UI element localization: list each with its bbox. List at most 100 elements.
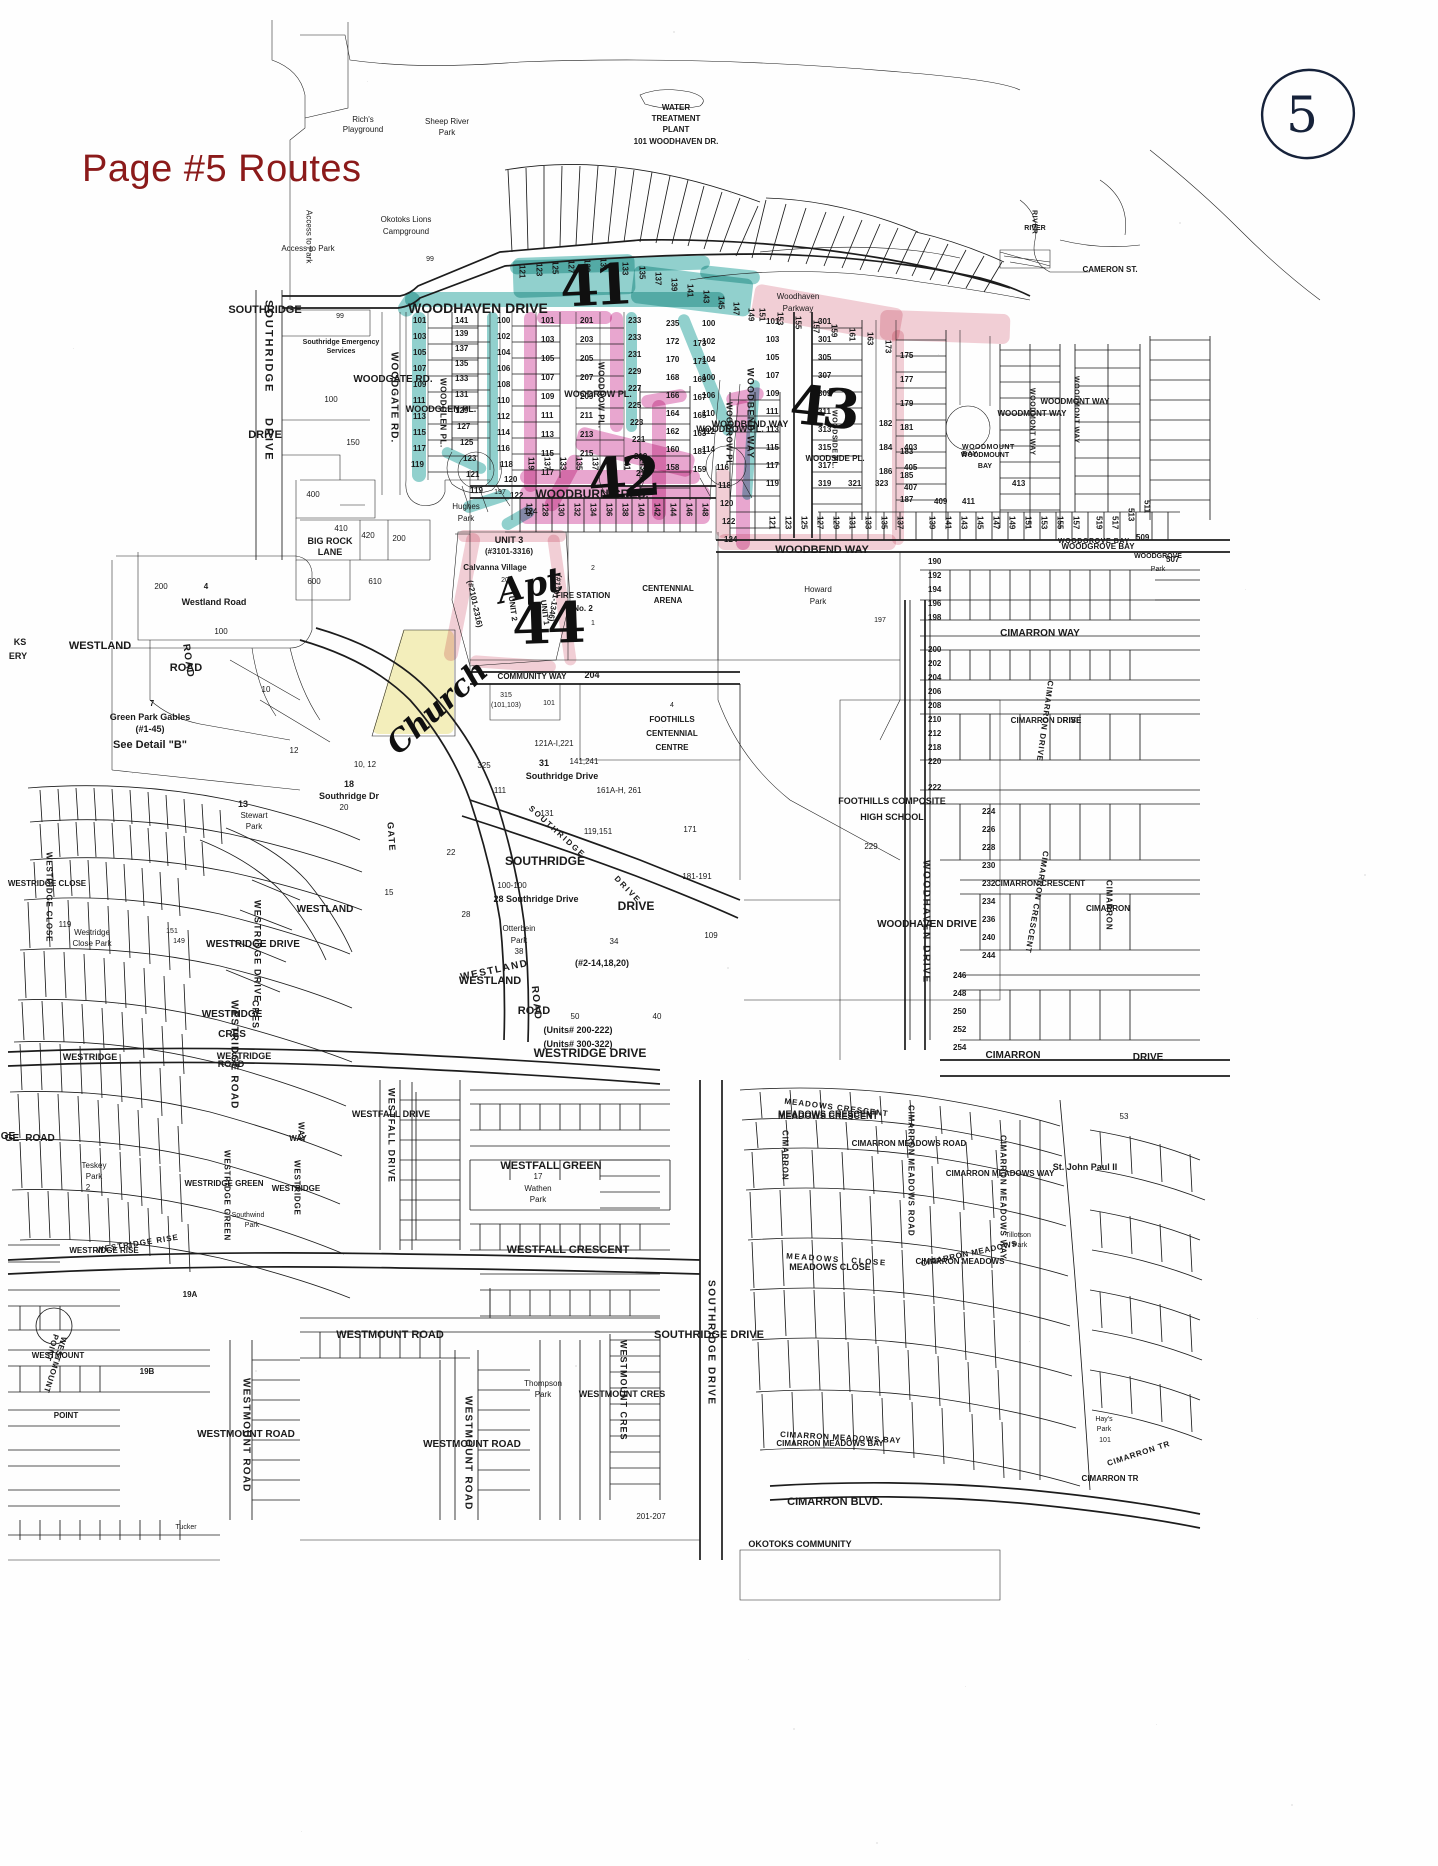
map-label: 7 — [150, 700, 154, 708]
lot-number: 411 — [962, 498, 975, 506]
lot-number: 113 — [413, 413, 426, 421]
lot-number: 155 — [793, 316, 801, 329]
map-label: CIMARRON BLVD. — [787, 1497, 883, 1509]
map-label: 229 — [864, 843, 877, 851]
lot-number: 190 — [928, 558, 941, 566]
map-label: Park — [1097, 1426, 1111, 1433]
map-label: Southridge Dr — [319, 792, 379, 801]
map-label: CAMERON ST. — [1082, 266, 1137, 274]
map-label: DRIVE — [1133, 1053, 1164, 1064]
map-label: WESTLAND — [69, 641, 131, 653]
lot-number: 519 — [1094, 516, 1102, 529]
lot-number: 168 — [666, 374, 679, 382]
lot-number: 218 — [928, 744, 941, 752]
lot-number: 217 — [636, 470, 649, 478]
map-label: 22 — [447, 849, 456, 857]
lot-number: 107 — [541, 374, 554, 382]
map-label: Rich's — [352, 116, 374, 124]
street-label-westridge-green: WESTRIDGE GREEN — [222, 1150, 230, 1241]
lot-number: 184 — [879, 444, 892, 452]
lot-number: 118 — [500, 461, 513, 469]
map-label: WESTFALL CRESCENT — [507, 1245, 630, 1257]
lot-number: 129 — [831, 516, 839, 529]
map-label: Tucker — [175, 1524, 196, 1531]
lot-number: 147 — [731, 302, 739, 315]
lot-number: 254 — [953, 1044, 966, 1052]
lot-number: 203 — [580, 336, 593, 344]
lot-number: 115 — [766, 444, 779, 452]
map-label: Playground — [343, 126, 383, 134]
lot-number: 163 — [865, 332, 873, 345]
map-label: TREATMENT — [652, 115, 701, 123]
lot-number: 117 — [766, 462, 779, 470]
map-label: 181-191 — [682, 873, 711, 881]
lot-number: 121 — [517, 265, 525, 278]
lot-number: 301 — [818, 336, 831, 344]
map-label: 50 — [571, 1013, 580, 1021]
street-label-westmount-road-left: WESTMOUNT ROAD — [240, 1378, 251, 1493]
lot-number: 403 — [904, 444, 917, 452]
lot-number: 109 — [766, 390, 779, 398]
lot-number: 148 — [700, 503, 708, 516]
lot-number: 220 — [928, 758, 941, 766]
lot-number: 143 — [959, 516, 967, 529]
map-label: 2 — [86, 1184, 90, 1192]
lot-number: 120 — [504, 476, 517, 484]
map-label: See Detail "B" — [113, 740, 187, 752]
lot-number: 101 — [413, 317, 426, 325]
lot-number: 137 — [895, 516, 903, 529]
lot-number: 157 — [1071, 516, 1079, 529]
lot-number: 149 — [1007, 516, 1015, 529]
lot-number: 123 — [534, 263, 542, 276]
street-label-westfall-drive: WESTFALL DRIVE — [386, 1088, 395, 1183]
map-label: SOUTHRIDGE — [505, 855, 585, 868]
lot-number: 133 — [863, 516, 871, 529]
lot-number: 108 — [497, 381, 510, 389]
lot-number: 111 — [541, 412, 553, 420]
lot-number: 202 — [928, 660, 941, 668]
map-label: (#3101-3316) — [485, 548, 533, 556]
lot-number: 187 — [900, 496, 913, 504]
lot-number: 123 — [783, 516, 791, 529]
svg-text:5: 5 — [1286, 86, 1318, 144]
lot-number: 141 — [622, 457, 630, 470]
lot-number: 169 — [693, 376, 706, 384]
lot-number: 123 — [463, 455, 476, 463]
map-label: Southridge Drive — [526, 772, 599, 781]
map-label: 400 — [306, 491, 319, 499]
lot-number: 101 — [766, 318, 779, 326]
map-label: ROAD — [25, 1134, 54, 1145]
street-label-cimarron-meadows-vert: CIMARRON — [780, 1130, 788, 1180]
map-label: 20 — [340, 804, 349, 812]
lot-number: 135 — [455, 360, 468, 368]
lot-number: 103 — [766, 336, 779, 344]
map-label: 18 — [344, 780, 354, 789]
map-label: WOODBURN CRES. — [535, 488, 648, 501]
street-label-westland-road-vert2: ROAD — [528, 986, 542, 1021]
lot-number: 232 — [982, 880, 995, 888]
map-label: Howard — [804, 586, 832, 594]
map-label: Close Park — [72, 940, 111, 948]
lot-number: 151 — [1023, 516, 1031, 529]
map-label: Woodhaven — [777, 293, 820, 301]
map-label: KS — [14, 638, 27, 647]
map-label: 34 — [610, 938, 619, 946]
lot-number: 307 — [818, 372, 831, 380]
lot-number: 140 — [636, 503, 644, 516]
lot-number: 221 — [632, 436, 645, 444]
lot-number: 119 — [470, 487, 483, 495]
map-label: 109 — [704, 932, 717, 940]
lot-number: 134 — [588, 503, 596, 516]
map-label: 12 — [290, 747, 299, 755]
map-label: No. 2 — [573, 605, 593, 613]
lot-number: 155 — [1055, 516, 1063, 529]
lot-number: 228 — [982, 844, 995, 852]
street-label-river: RIVER — [1030, 210, 1037, 234]
map-label: Park — [458, 515, 474, 523]
lot-number: 133 — [455, 375, 468, 383]
lot-number: 234 — [982, 898, 995, 906]
map-label: St. John Paul II — [1053, 1163, 1118, 1172]
map-label: 101 — [543, 700, 555, 707]
map-label: 38 — [515, 948, 524, 956]
map-label: Thompson — [524, 1380, 562, 1388]
